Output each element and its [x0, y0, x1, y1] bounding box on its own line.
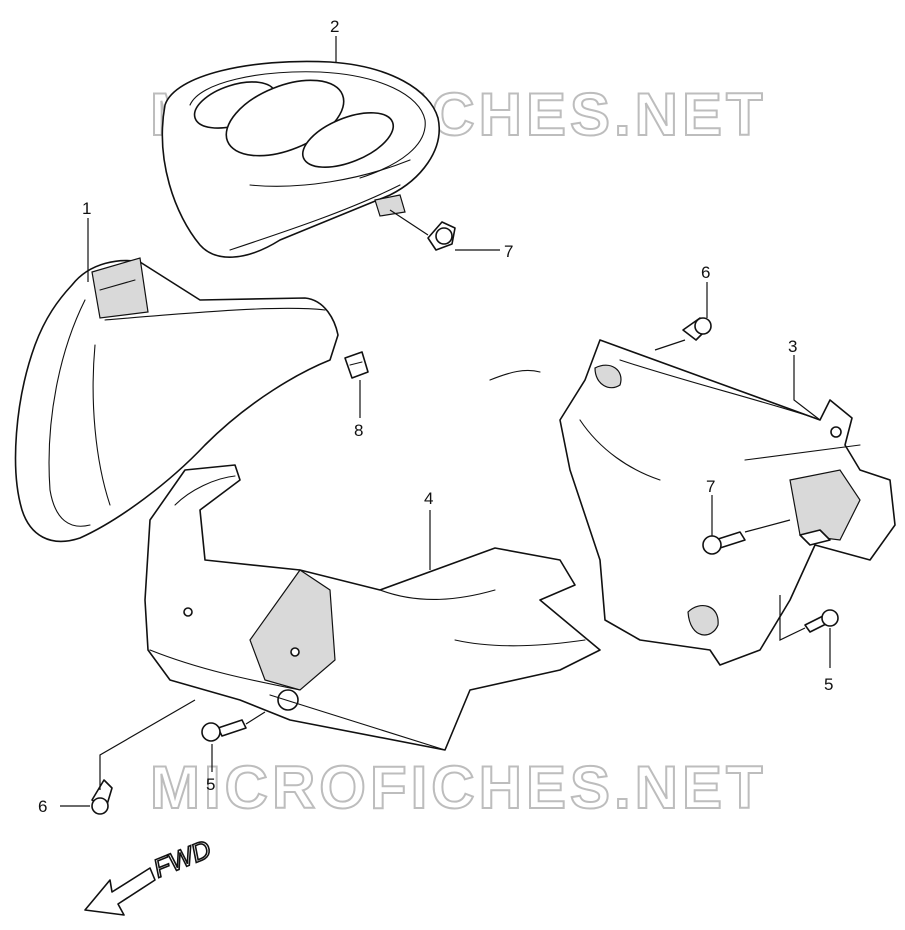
part-8-clip-nut[interactable]: [344, 351, 369, 379]
watermark-bottom: MICROFICHES.NET: [150, 754, 767, 821]
callout-1: 1: [82, 199, 91, 218]
leader-3: [793, 355, 821, 421]
leader-6-right: [654, 282, 708, 351]
screw-6-left[interactable]: [91, 779, 113, 815]
callout-6-right: 6: [701, 263, 710, 282]
part-1-front-cover[interactable]: [14, 257, 339, 543]
screw-5-left[interactable]: [201, 719, 247, 742]
callout-8: 8: [354, 421, 363, 440]
part-2-meter-cover[interactable]: [161, 60, 440, 258]
screw-6-right[interactable]: [682, 317, 712, 341]
part-4-lower-cover[interactable]: [144, 464, 601, 751]
callout-5-right: 5: [824, 675, 833, 694]
callout-4: 4: [424, 489, 433, 508]
part-3-inner-cover[interactable]: [489, 339, 896, 666]
leader-7-right: [711, 495, 791, 536]
callout-2: 2: [330, 17, 339, 36]
screw-5-right[interactable]: [804, 609, 839, 633]
leader-6-left: [60, 699, 196, 807]
callout-7-top: 7: [504, 242, 513, 261]
callout-7-right: 7: [706, 477, 715, 496]
callout-5-left: 5: [206, 775, 215, 794]
callout-6-left: 6: [38, 797, 47, 816]
direction-label: FWD: [149, 834, 215, 884]
callout-3: 3: [788, 337, 797, 356]
leader-5-right: [779, 595, 831, 668]
leader-5-left: [211, 711, 266, 772]
screw-7-top[interactable]: [427, 221, 456, 251]
leader-7-top: [389, 209, 500, 251]
forward-arrow-icon: [84, 867, 156, 916]
